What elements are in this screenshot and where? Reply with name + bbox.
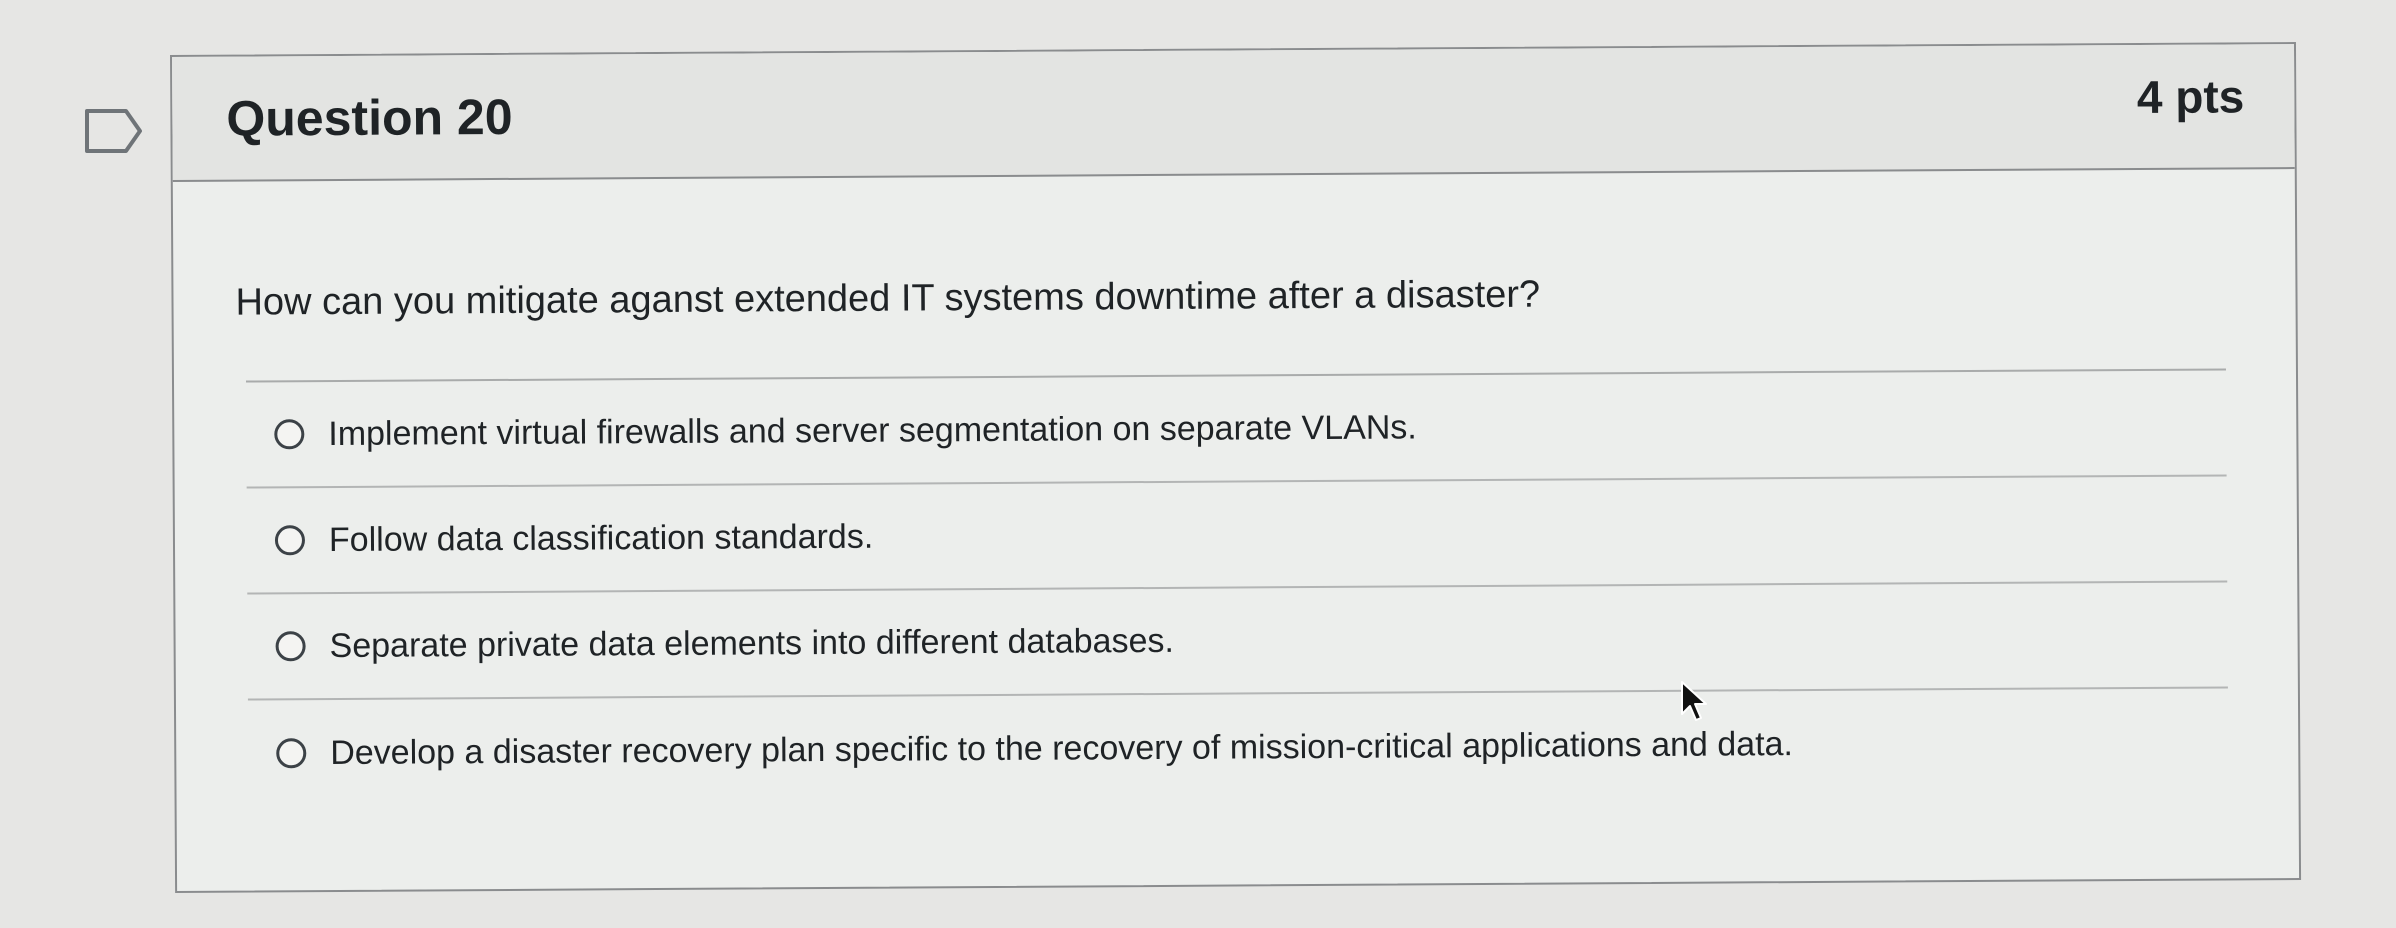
mouse-pointer-icon [1681,681,1707,721]
radio-button[interactable] [275,631,306,662]
question-title: Question 20 [226,88,513,147]
answer-label[interactable]: Follow data classification standards. [328,517,874,559]
question-points: 4 pts [2136,69,2245,123]
radio-button[interactable] [276,738,307,769]
answer-option-4[interactable]: Develop a disaster recovery plan specifi… [248,688,2229,806]
answer-option-2[interactable]: Follow data classification standards. [246,476,2228,595]
radio-button[interactable] [274,525,306,556]
answer-list: Implement virtual firewalls and server s… [236,370,2249,806]
question-header: Question 20 4 pts [172,44,2295,182]
answer-option-1[interactable]: Implement virtual firewalls and server s… [246,370,2227,489]
question-prompt: How can you mitigate aganst extended IT … [235,273,1541,324]
flag-question-icon[interactable] [84,108,144,154]
question-body: How can you mitigate aganst extended IT … [173,169,2299,807]
radio-button[interactable] [274,419,305,450]
question-card: Question 20 4 pts How can you mitigate a… [170,42,2302,893]
answer-label[interactable]: Separate private data elements into diff… [329,621,1174,665]
answer-label[interactable]: Implement virtual firewalls and server s… [328,407,1417,453]
answer-option-3[interactable]: Separate private data elements into diff… [247,582,2228,701]
answer-label[interactable]: Develop a disaster recovery plan specifi… [330,724,1794,772]
